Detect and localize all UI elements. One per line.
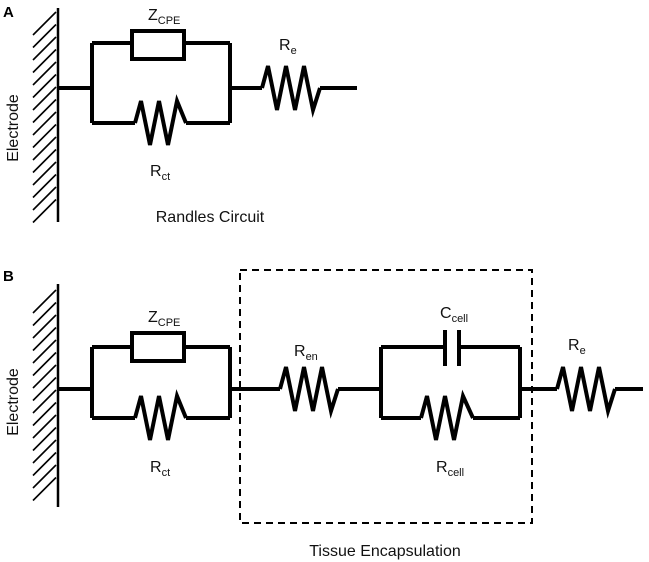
hatch-line xyxy=(32,86,57,111)
tissue-encapsulation-caption: Tissue Encapsulation xyxy=(309,543,461,560)
hatch-line xyxy=(32,476,57,502)
hatch-line xyxy=(32,339,57,364)
tissue-encapsulation-box xyxy=(239,269,533,524)
rct-a-resistor xyxy=(133,94,188,146)
hatch-line xyxy=(32,451,57,477)
hatch-line xyxy=(32,351,57,377)
hatch-line xyxy=(32,148,57,174)
zcpe-b-element xyxy=(130,331,186,363)
hatch-line xyxy=(32,326,57,352)
panel-a-letter: A xyxy=(3,4,14,21)
randles-caption: Randles Circuit xyxy=(156,209,265,226)
ccell-capacitor xyxy=(443,330,461,366)
re-b-resistor xyxy=(555,366,617,419)
ccell-label: Ccell xyxy=(440,305,468,325)
hatch-line xyxy=(32,111,57,136)
hatch-line xyxy=(32,301,57,327)
zcpe-a-label: ZCPE xyxy=(148,7,180,27)
rcell-label: Rcell xyxy=(436,459,464,479)
hatch-line xyxy=(32,136,57,161)
hatch-line xyxy=(32,36,57,61)
hatch-line xyxy=(32,73,57,99)
electrode-b-hatching xyxy=(32,289,57,502)
hatch-line xyxy=(32,61,57,86)
re-b-label: Re xyxy=(568,337,586,357)
electrode-b-label: Electrode xyxy=(5,368,22,436)
randles-wiring xyxy=(58,41,357,125)
hatch-line xyxy=(32,161,57,186)
rcell-resistor xyxy=(419,389,475,441)
electrode-a xyxy=(32,8,60,224)
hatch-line xyxy=(32,48,57,74)
hatch-line xyxy=(32,123,57,149)
electrode-b xyxy=(32,284,60,507)
rct-b-resistor xyxy=(133,389,188,441)
hatch-line xyxy=(32,389,57,414)
hatch-line xyxy=(32,11,57,36)
hatch-line xyxy=(32,98,57,124)
hatch-line xyxy=(32,414,57,439)
re-a-resistor xyxy=(260,65,322,118)
hatch-line xyxy=(32,376,57,402)
panel-b: B Electrode ZCPE Rct Ren Ccell Rc xyxy=(3,268,643,560)
re-a-label: Re xyxy=(279,37,297,57)
hatch-line xyxy=(32,364,57,389)
encapsulation-wiring xyxy=(58,345,643,420)
hatch-line xyxy=(32,186,57,211)
hatch-line xyxy=(32,173,57,199)
electrode-a-label: Electrode xyxy=(5,94,22,162)
zcpe-b-label: ZCPE xyxy=(148,309,180,329)
panel-b-letter: B xyxy=(3,268,14,285)
zcpe-a-element xyxy=(130,29,186,61)
panel-a: A Electrode ZCPE Re Rct Randles Circuit xyxy=(3,4,357,226)
electrode-a-hatching xyxy=(32,11,57,224)
hatch-line xyxy=(32,23,57,49)
hatch-line xyxy=(32,426,57,452)
ren-label: Ren xyxy=(294,343,318,363)
hatch-line xyxy=(32,198,57,224)
hatch-line xyxy=(32,289,57,314)
ren-resistor xyxy=(278,366,340,419)
rct-a-label: Rct xyxy=(150,163,170,183)
rct-b-label: Rct xyxy=(150,459,170,479)
hatch-line xyxy=(32,464,57,489)
hatch-line xyxy=(32,439,57,464)
hatch-line xyxy=(32,314,57,339)
hatch-line xyxy=(32,401,57,427)
